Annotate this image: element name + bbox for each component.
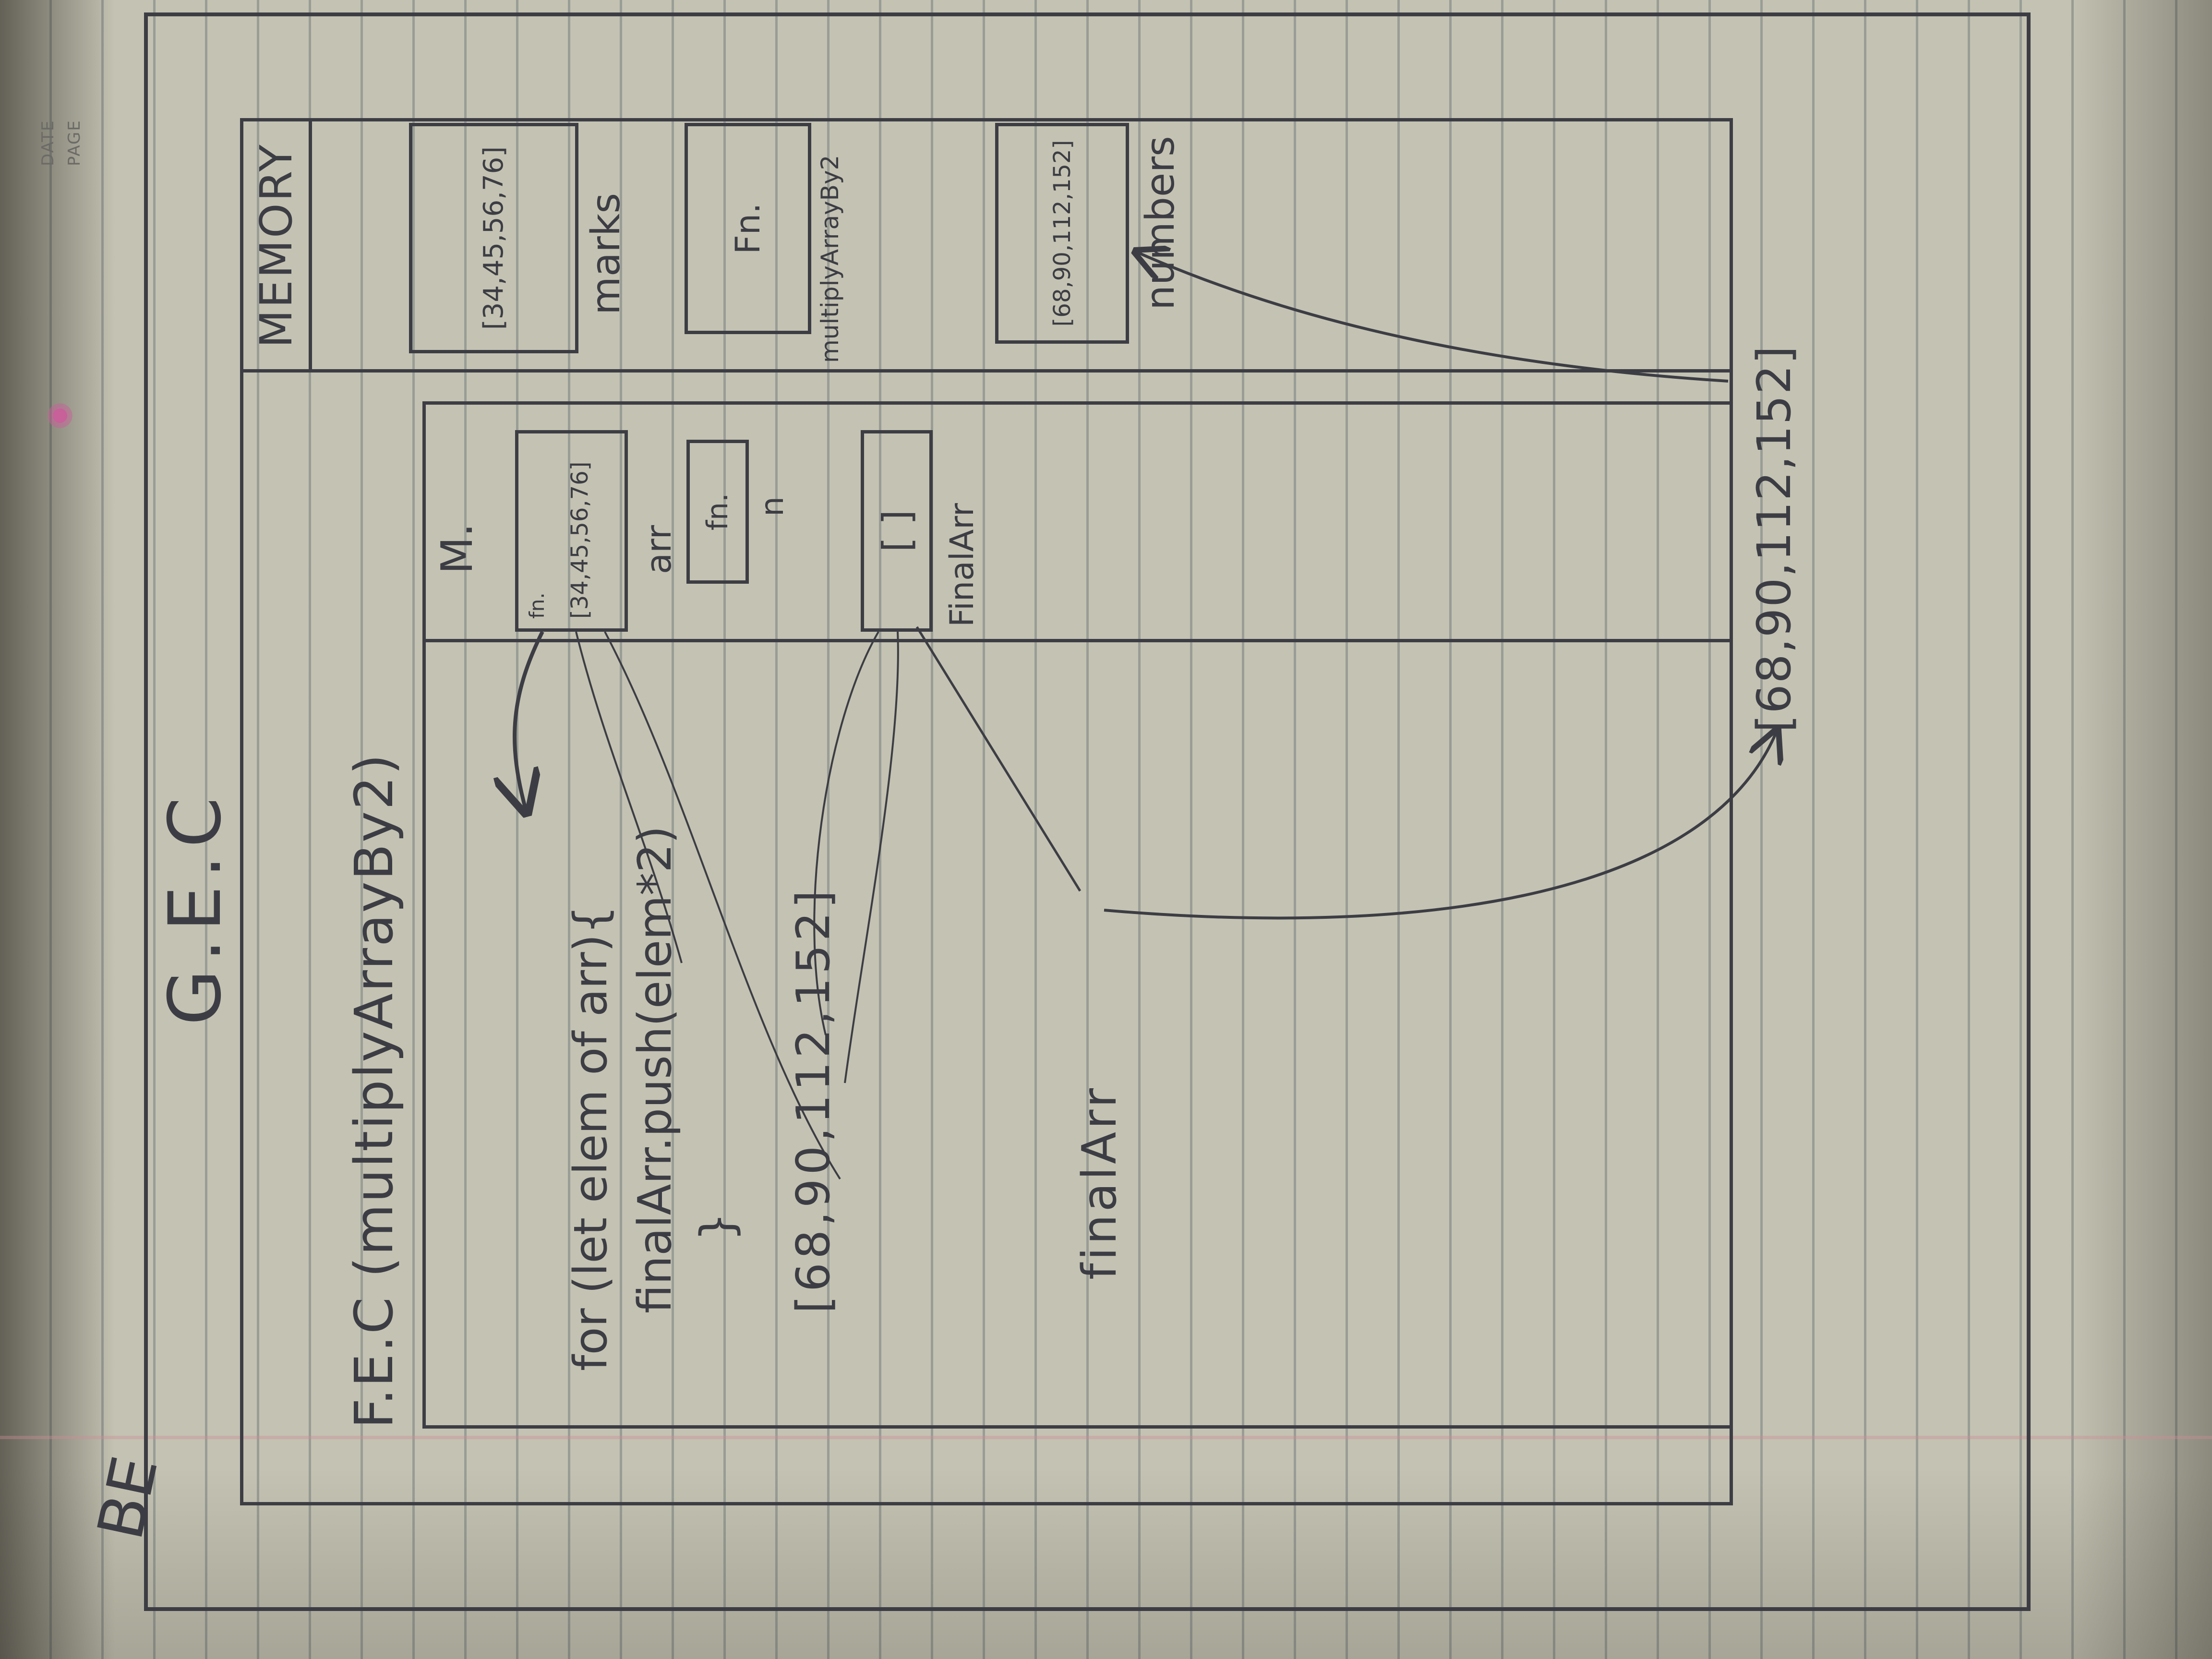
gec-memory-function-label: multiplyArrayBy2 — [816, 155, 844, 363]
fec-memory-n-label: n — [754, 496, 791, 517]
fec-memory-divider — [422, 639, 1733, 642]
fec-memory-finalarr-label: FinalArr — [943, 503, 981, 627]
gec-title: G.E.C — [154, 789, 237, 1025]
fec-memory-arr-type: fn. — [525, 592, 549, 619]
gec-memory-marks-label: marks — [583, 192, 629, 315]
fec-memory-header: M. — [432, 523, 482, 574]
code-line-for: for (let elem of arr){ — [565, 905, 617, 1371]
fec-memory-n-value: fn. — [686, 440, 749, 584]
fec-result-array: [68,90,112,152] — [787, 886, 840, 1313]
gec-memory-marks-value: [34,45,56,76] — [409, 123, 578, 353]
gec-memory-numbers-label: numbers — [1138, 136, 1183, 310]
page-label: PAGE — [65, 120, 84, 166]
fec-return-label: finalArr — [1072, 1085, 1127, 1280]
fec-memory-arr-box: fn. [34,45,56,76] — [515, 430, 628, 632]
code-line-push: finalArr.push(elem*2) — [629, 826, 682, 1313]
gec-memory-divider — [240, 369, 1733, 373]
fec-title: F.E.C (multiplyArrayBy2) — [343, 752, 405, 1429]
date-label: DATE — [38, 120, 58, 166]
fec-memory-arr-label: arr — [638, 525, 679, 574]
fec-memory-arr-value: [34,45,56,76] — [566, 461, 593, 619]
gec-memory-function-value: Fn. — [685, 123, 811, 334]
gec-memory-header: MEMORY — [250, 143, 302, 348]
gec-memory-numbers-value: [68,90,112,152] — [995, 123, 1129, 344]
lotus-icon — [46, 401, 74, 430]
code-line-close: } — [691, 1212, 744, 1241]
output-array: [68,90,112,152] — [1747, 345, 1801, 733]
fec-memory-finalarr-value: [ ] — [861, 430, 933, 632]
